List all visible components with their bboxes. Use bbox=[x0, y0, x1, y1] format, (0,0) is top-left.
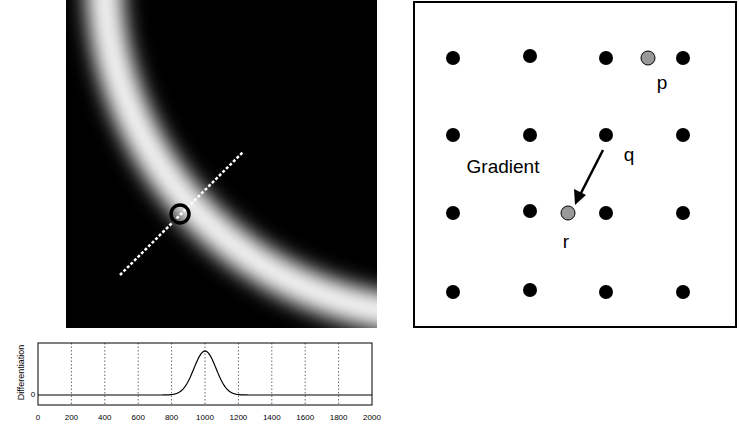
plot-frame bbox=[38, 343, 372, 405]
tick-label: 0 bbox=[31, 391, 35, 399]
interpolated-point bbox=[641, 51, 655, 65]
axis-title: Differentiation bbox=[18, 344, 27, 399]
tick-label: 1600 bbox=[296, 414, 314, 422]
tick-label: 2000 bbox=[363, 414, 381, 422]
arrow-head bbox=[574, 189, 586, 205]
derivative-curve bbox=[38, 351, 372, 395]
point-label: p bbox=[657, 73, 668, 92]
arrow-label: Gradient bbox=[467, 157, 540, 176]
tick-label: 200 bbox=[65, 414, 78, 422]
interpolated-point bbox=[561, 206, 575, 220]
profile-line bbox=[120, 152, 243, 275]
grid-lines bbox=[71, 343, 338, 405]
pixel-grid bbox=[446, 49, 690, 299]
gradient-arrow bbox=[580, 150, 603, 195]
point-label: r bbox=[563, 232, 569, 251]
edge-band-core bbox=[104, 0, 377, 316]
point-label: q bbox=[624, 145, 635, 164]
tick-label: 1000 bbox=[196, 414, 214, 422]
grid-panel bbox=[414, 2, 736, 327]
tick-label: 800 bbox=[165, 414, 178, 422]
tick-label: 1400 bbox=[263, 414, 281, 422]
tick-label: 0 bbox=[36, 414, 40, 422]
sample-marker bbox=[171, 205, 189, 223]
tick-label: 600 bbox=[132, 414, 145, 422]
edge-band bbox=[104, 0, 377, 316]
tick-label: 1200 bbox=[230, 414, 248, 422]
tick-label: 400 bbox=[98, 414, 111, 422]
tick-label: 1800 bbox=[330, 414, 348, 422]
